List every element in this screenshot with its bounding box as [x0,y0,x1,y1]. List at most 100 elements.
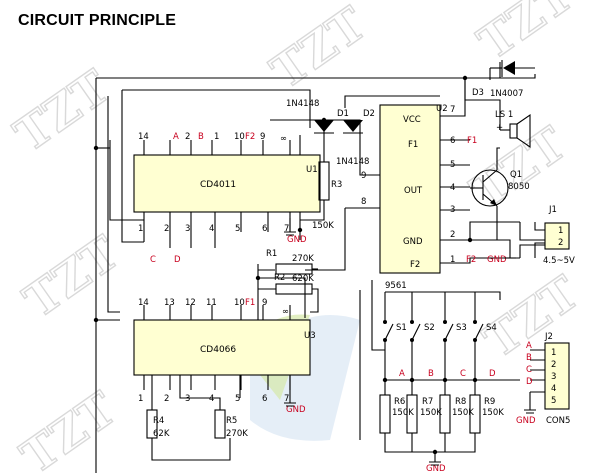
resistor-r4 [146,409,158,439]
u3-top-14: 14 [138,298,149,308]
svg-text:TZT: TZT [14,226,129,329]
u3-bot-7: 7 [284,394,289,404]
u1-bot-6: 6 [262,224,267,234]
u1-top-10: 10 [234,132,245,142]
r2-ref: R2 [274,273,285,283]
transistor-q1-icon [470,147,509,240]
u2-pin-7: 7 [450,105,455,115]
u1-top-1: 1 [214,132,219,142]
resistor-r6 [379,394,391,434]
u1-bot-3: 3 [185,224,190,234]
d2-label: D2 [363,109,375,119]
diode-d2 [343,120,363,134]
diode-d1 [314,120,334,134]
svg-text:TZT: TZT [11,381,126,475]
u1-bot-1: 1 [138,224,143,234]
u2-pin-f1: F1 [467,136,477,146]
d1-label: D1 [337,109,349,119]
u1-top-b: B [198,132,204,142]
d3-label: D3 [472,88,484,98]
connector-j2 [544,342,570,410]
u3-name: CD4066 [200,345,236,355]
u2-part: 9561 [385,281,407,291]
u3-ref: U3 [304,331,316,341]
j1-pin-2: 2 [558,238,563,248]
svg-text:TZT: TZT [461,116,576,219]
u2-pin-3: 3 [450,205,455,215]
j2-label-b: B [526,353,532,363]
r6-ref: R6 [394,397,405,407]
u2-pin-4: 4 [450,183,455,193]
u1-bot-7: 7 [284,224,289,234]
u3-top-10: 10 [234,298,245,308]
u2-right-pins [440,115,470,264]
r1-val: 270K [292,254,314,264]
ls1-plus: + [496,123,503,133]
u2-pin-6: 6 [450,136,455,146]
switch-s4 [473,320,484,342]
gnd-label-j2: GND [516,416,536,426]
u3-top-inf: ∞ [282,307,289,317]
r8-val: 150K [452,408,474,418]
u2-f2-label: F2 [410,260,420,270]
u3-bot-2: 2 [164,394,169,404]
u3-bot-6: 6 [262,394,267,404]
r8-ref: R8 [455,397,466,407]
resistor-r2 [275,283,313,295]
u1-top-f2: F2 [245,132,255,142]
chip-u3 [133,319,311,376]
page-title: CIRCUIT PRINCIPLE [18,12,177,29]
u2-pin-8: 8 [361,197,366,207]
gnd-label-u2: GND [487,255,507,265]
switch-bank [383,320,484,342]
u2-ref: U2 [436,104,448,114]
resistor-r3 [318,161,330,201]
j2-label-a: A [526,341,532,351]
s4-label: S4 [486,323,497,333]
switch-s3 [443,320,454,342]
r9-ref: R9 [484,397,495,407]
u2-pin-2: 2 [450,230,455,240]
ls1-label: LS 1 [495,110,513,120]
u1-top-2: 2 [185,132,190,142]
u1-bot-2: 2 [164,224,169,234]
svg-text:TZT: TZT [261,0,376,99]
resistor-r5 [214,409,226,439]
u1-bot-4: 4 [209,224,214,234]
u3-top-11: 11 [206,298,217,308]
r6-val: 150K [392,408,414,418]
u2-pin-9: 9 [361,171,366,181]
u3-top-f1: F1 [245,298,255,308]
j2-label-d: D [526,377,533,387]
r5-ref: R5 [226,416,237,426]
svg-text:TZT: TZT [5,60,120,163]
j2-pin-5: 5 [551,396,556,406]
j2-name: CON5 [546,416,570,426]
r7-val: 150K [420,408,442,418]
u2-f1-label: F1 [408,140,418,150]
label-d: D [489,369,496,379]
u3-bot-5: 5 [235,394,240,404]
chip-u2 [379,104,441,274]
r4-val: 62K [153,429,170,439]
label-b: B [428,369,434,379]
u2-vcc-label: VCC [403,115,421,125]
connector-j1 [544,222,570,250]
chip-u1 [133,154,321,213]
u3-top-13: 13 [164,298,175,308]
r3-ref: R3 [331,180,342,190]
d3-part-label: 1N4007 [490,89,523,99]
u3-bot-4: 4 [209,394,214,404]
r5-val: 270K [226,429,248,439]
j1-ref: J1 [548,205,557,215]
j2-pin-3: 3 [551,372,556,382]
j2-pin-1: 1 [551,348,556,358]
u1-bot-5: 5 [235,224,240,234]
u2-pin-1: 1 [450,255,455,265]
gnd-label-rbank: GND [426,464,446,474]
j1-voltage: 4.5~5V [543,256,575,266]
r9-val: 150K [482,408,504,418]
speaker-ls1-icon [500,113,531,149]
u1-top-inf: ∞ [280,134,287,144]
s3-label: S3 [456,323,467,333]
